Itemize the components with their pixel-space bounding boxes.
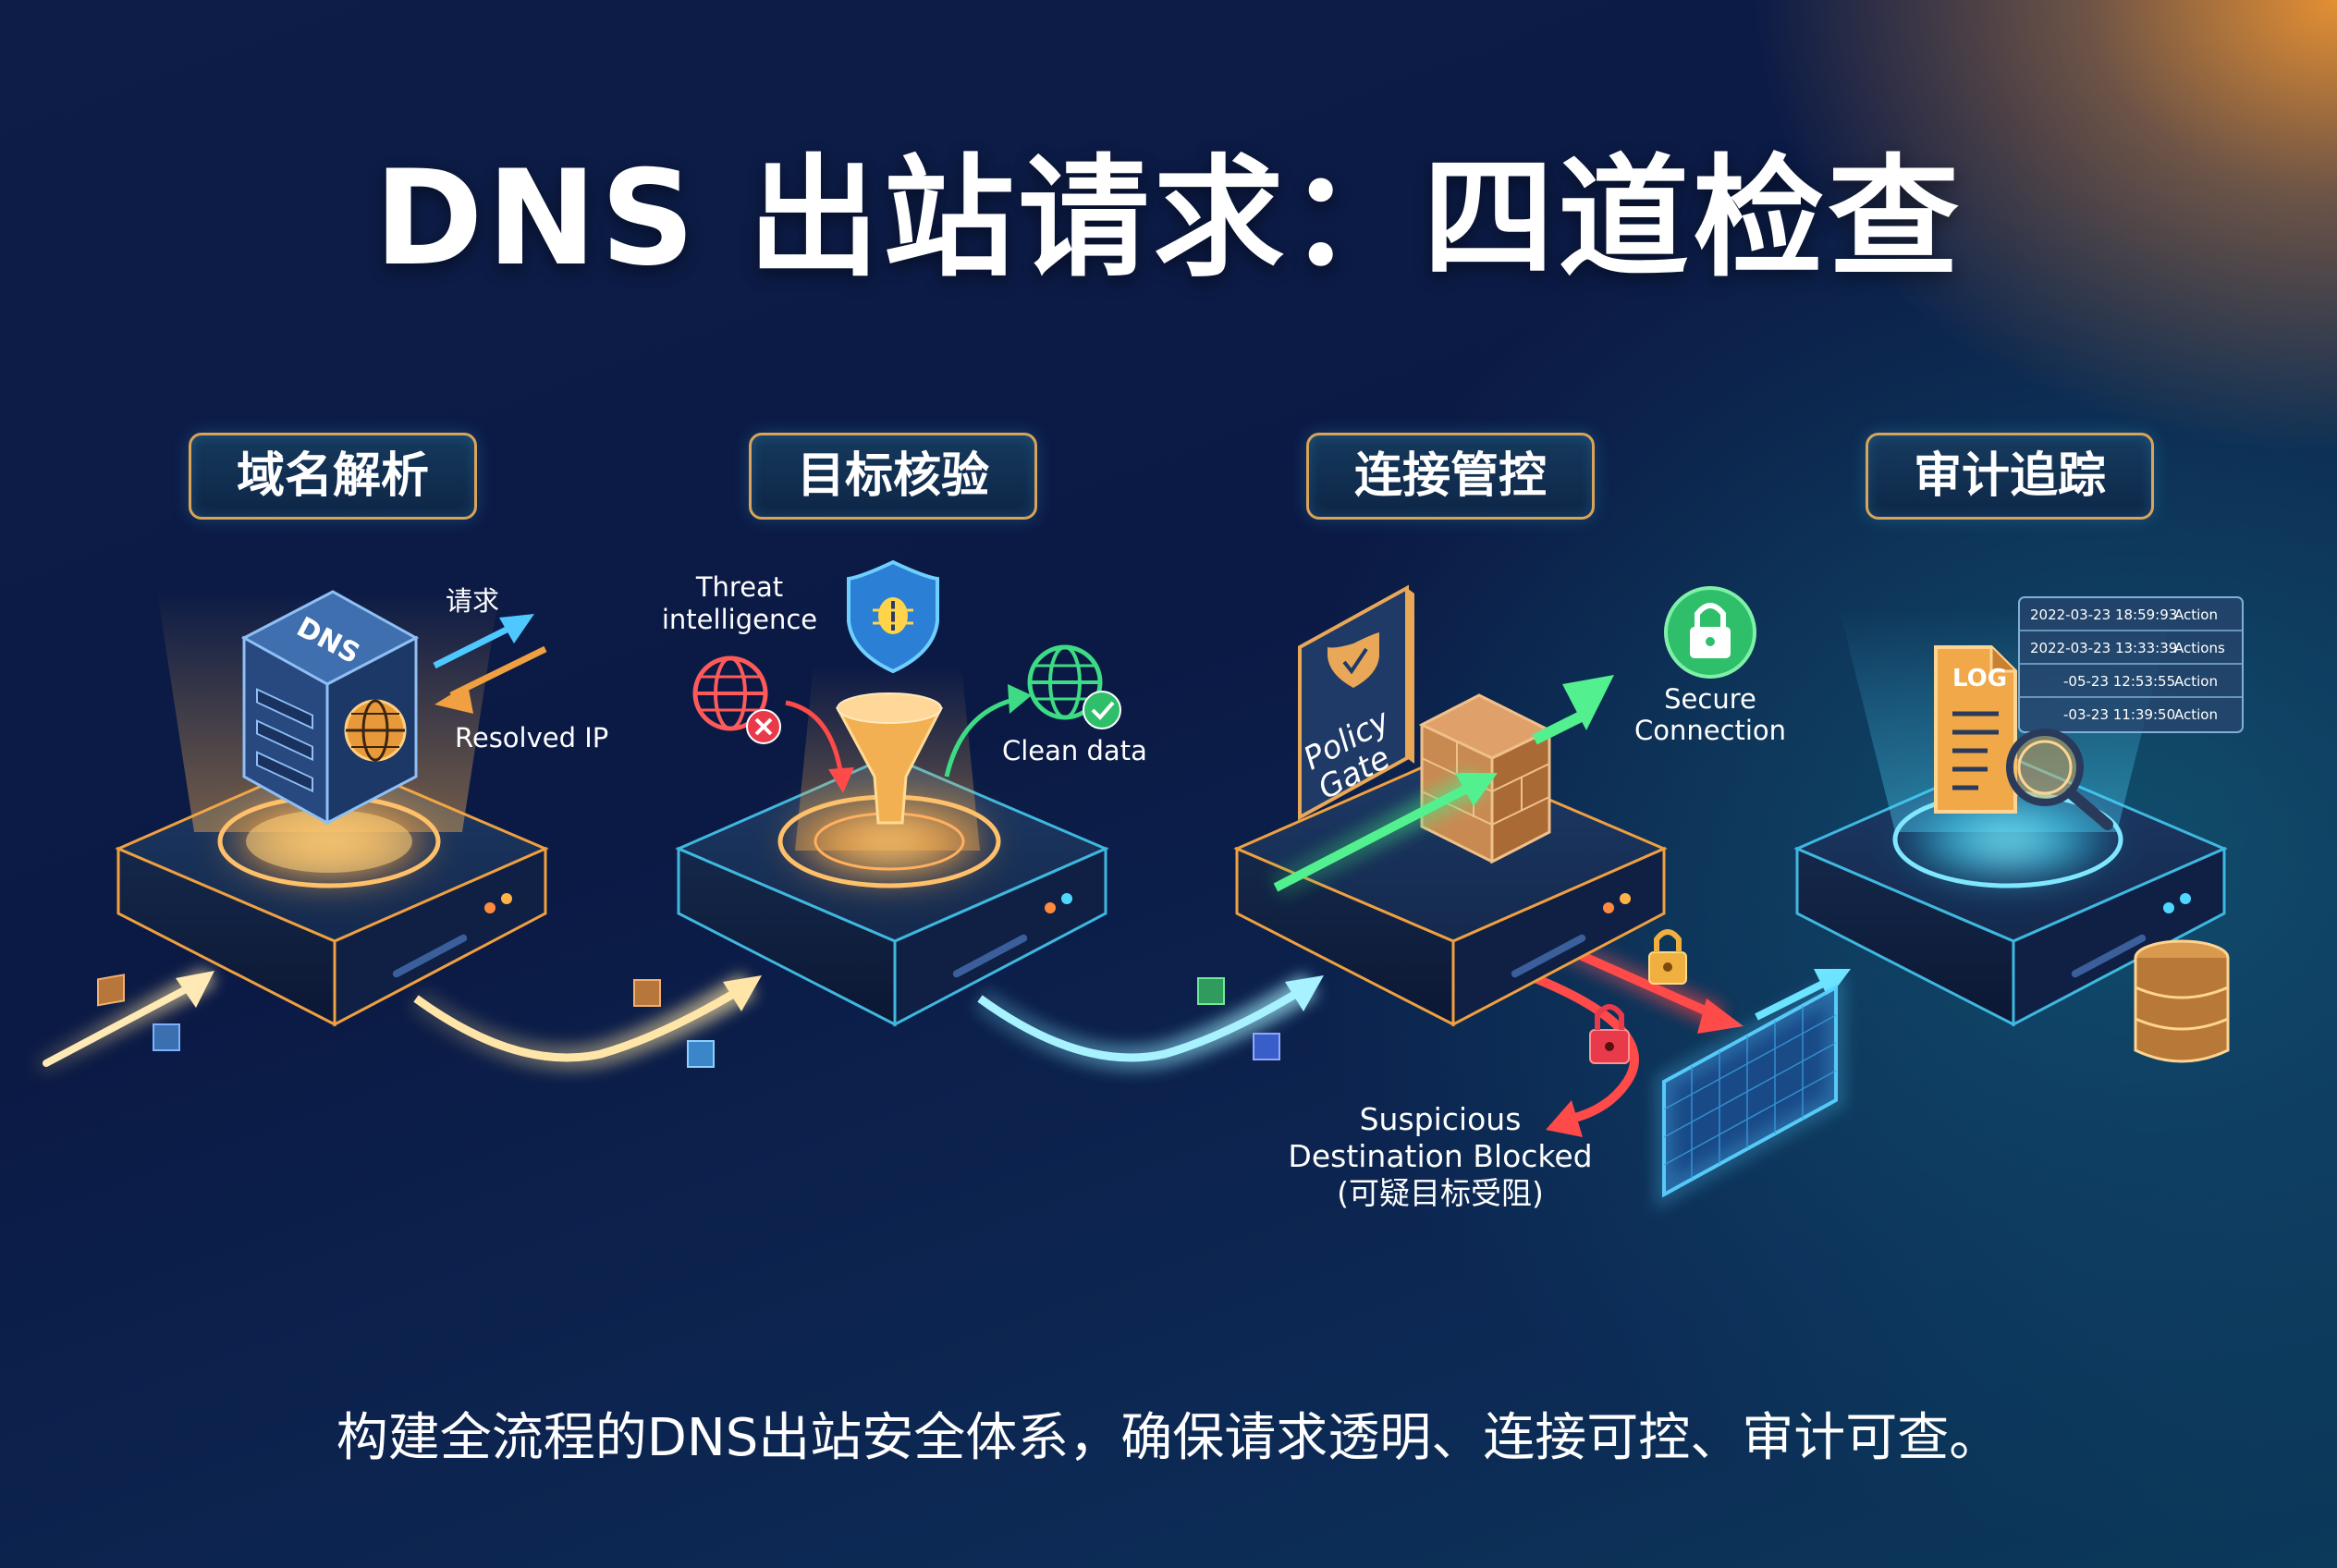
page-title: DNS 出站请求：四道检查 [373,142,1964,295]
log-document-icon [1934,645,2017,814]
footer-caption: 构建全流程的DNS出站安全体系，确保请求透明、连接可控、审计可查。 [336,1408,2001,1468]
shield-bug-icon [847,559,939,674]
lock-icon-blocked-2 [1589,1004,1630,1064]
log-action-0: Action [2174,606,2218,623]
threat-label-line1: Threat [695,571,783,603]
log-doc-label: LOG [1952,665,2007,692]
magnifier-icon [2006,729,2113,830]
stage-label-domain-resolution: 域名解析 [189,433,477,520]
globe-icon-clean [1027,644,1121,729]
firewall-icon [1418,693,1553,864]
log-time-1: 2022-03-23 13:33:39 [2030,640,2177,656]
request-arrows [433,614,547,714]
threat-arrow [785,700,844,778]
threat-label-line2: intelligence [662,604,817,635]
clean-arrowhead [1008,684,1032,714]
blocking-grid-wall [1655,972,1845,1210]
secure-label-line1: Secure [1664,683,1756,715]
allowed-flow-lower [1273,778,1482,892]
blocked-label-line1: Suspicious [1360,1101,1522,1137]
flow-paths [36,932,1851,1137]
log-time-0: 2022-03-23 18:59:93 [2030,606,2177,623]
threat-arrowhead [828,767,854,793]
blocked-label-line2: Destination Blocked [1288,1138,1592,1174]
stage-label-target-verification: 目标核验 [749,433,1037,520]
stage-label-connection-control: 连接管控 [1306,433,1595,520]
log-time-2: -05-23 12:53:55 [2063,673,2175,690]
secure-label-line2: Connection [1634,715,1786,746]
lock-icon-blocked-1 [1648,929,1687,985]
data-packets [97,974,1280,1068]
log-action-1: Actions [2174,640,2225,656]
stage-label-audit-trail: 审计追踪 [1866,433,2154,520]
clean-data-label: Clean data [1002,735,1147,766]
blocked-label-line3: (可疑目标受阻) [1337,1175,1544,1211]
log-action-2: Action [2174,673,2218,690]
allowed-flow-lower-head [1455,773,1498,806]
log-table-panel [2018,596,2244,733]
request-label: 请求 [446,585,499,617]
resolved-ip-label: Resolved IP [455,722,608,753]
dns-server-icon [157,590,499,888]
allowed-flow-upper-head [1562,675,1614,730]
funnel-icon [777,666,1001,888]
globe-icon-threat [692,655,781,744]
lock-icon-secure [1664,586,1756,679]
database-icon [2134,939,2230,1063]
log-action-3: Action [2174,706,2218,723]
clean-arrow [944,696,1018,778]
policy-gate-icon [1298,584,1414,821]
log-time-3: -03-23 11:39:50 [2063,706,2175,723]
